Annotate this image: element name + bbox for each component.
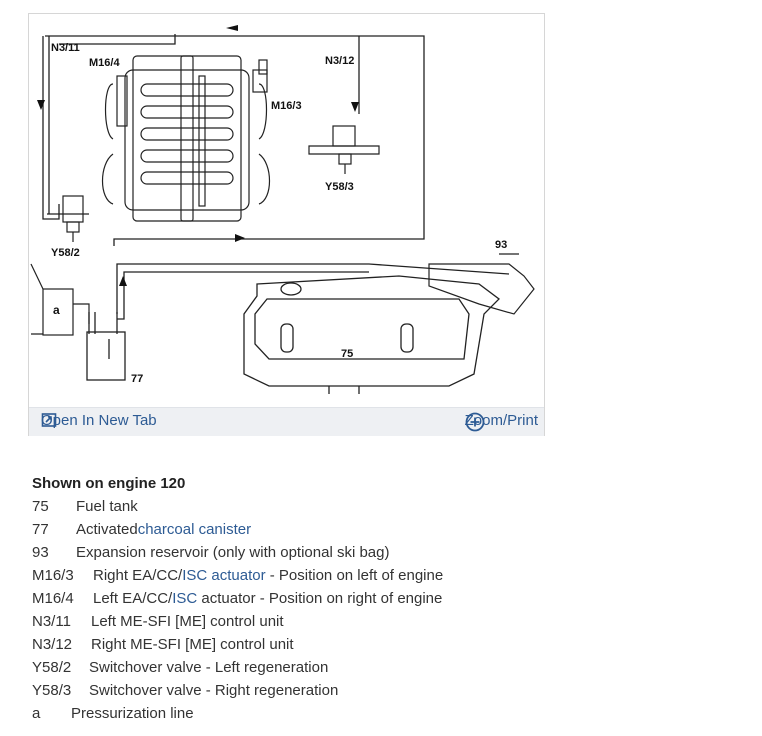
legend-text: Switchover valve - Right regeneration	[89, 682, 339, 699]
label-93: 93	[495, 239, 507, 251]
legend-item: N3/11 Left ME-SFI [ME] control unit	[32, 610, 443, 633]
figure-toolbar: Open In New Tab Zoom/Print	[29, 407, 544, 436]
legend-text: Right ME-SFI [ME] control unit	[91, 636, 294, 653]
pressurization-line-a	[30, 263, 90, 336]
top-branch-line	[59, 34, 176, 45]
tank-line	[116, 263, 510, 314]
left-line	[42, 36, 60, 220]
legend-text: Pressurization line	[71, 705, 194, 722]
legend-code: Y58/2	[32, 659, 72, 676]
label-75: 75	[341, 348, 353, 360]
top-return-line	[45, 35, 425, 246]
canister-lines	[88, 312, 118, 334]
legend-text: Expansion reservoir (only with optional …	[76, 544, 390, 561]
valve-y58-3	[308, 125, 380, 174]
tank-line-2	[117, 271, 369, 320]
legend-link[interactable]: charcoal canister	[137, 521, 252, 538]
legend-item: 93 Expansion reservoir (only with optiona…	[32, 541, 443, 564]
legend-item: Y58/2 Switchover valve - Left regeneratio…	[32, 656, 443, 679]
engine-block	[102, 55, 270, 222]
legend-item: 77 Activated charcoal canister	[32, 518, 443, 541]
open-new-tab-label: Open In New Tab	[41, 412, 157, 429]
legend-code: 75	[32, 498, 49, 515]
legend-text: Fuel tank	[76, 498, 138, 515]
label-n3-12: N3/12	[325, 55, 354, 67]
legend-item: N3/12 Right ME-SFI [ME] control unit	[32, 633, 443, 656]
legend-code: Y58/3	[32, 682, 72, 699]
legend-list: 75 Fuel tank 77 Activated charcoal canister…	[32, 495, 443, 725]
charcoal-canister	[86, 331, 126, 381]
expansion-reservoir	[428, 253, 535, 315]
zoom-print-button[interactable]: Zoom/Print	[465, 412, 538, 432]
legend-text: Switchover valve - Left regeneration	[89, 659, 329, 676]
legend-code: N3/11	[32, 613, 71, 630]
open-new-tab-button[interactable]: Open In New Tab	[41, 412, 157, 429]
legend-code: 93	[32, 544, 49, 561]
legend-code: N3/12	[32, 636, 73, 653]
arrow-left-icon	[226, 25, 238, 31]
diagram-figure: N3/11 M16/4 N3/12 M16/3 Y58/3 Y58/2 93 a…	[28, 13, 545, 436]
legend-link[interactable]: ISC actuator	[182, 567, 266, 584]
arrow-up-icon	[119, 276, 127, 286]
legend: Shown on engine 120 75 Fuel tank 77 Activat…	[32, 472, 443, 725]
label-a: a	[53, 303, 60, 317]
legend-link[interactable]: ISC	[172, 590, 198, 607]
legend-text: Left ME-SFI [ME] control unit	[91, 613, 284, 630]
legend-item: 75 Fuel tank	[32, 495, 443, 518]
arrow-down-icon	[37, 100, 45, 110]
label-m16-4: M16/4	[89, 57, 120, 69]
valve-y58-2	[47, 195, 89, 242]
legend-code: 77	[32, 521, 49, 538]
flow-arrows	[37, 25, 359, 286]
plus-circle-icon	[465, 412, 485, 432]
legend-code: M16/4	[32, 590, 74, 607]
arrow-right-icon	[235, 234, 245, 242]
fuel-tank	[243, 275, 500, 394]
legend-text: Left EA/CC/	[93, 590, 173, 607]
legend-item: a Pressurization line	[32, 702, 443, 725]
label-m16-3: M16/3	[271, 100, 302, 112]
legend-heading: Shown on engine 120	[32, 475, 186, 492]
legend-item: M16/3 Right EA/CC/ISC actuator - Position…	[32, 564, 443, 587]
label-y58-2: Y58/2	[51, 247, 80, 259]
label-n3-11: N3/11	[51, 42, 80, 54]
legend-suffix: - Position on left of engine	[265, 567, 444, 584]
external-link-icon	[41, 413, 57, 427]
legend-code: M16/3	[32, 567, 74, 584]
legend-suffix: actuator - Position on right of engine	[197, 590, 443, 607]
legend-code: a	[32, 705, 41, 722]
legend-text: Right EA/CC/	[93, 567, 183, 584]
evaporative-system-diagram: N3/11 M16/4 N3/12 M16/3 Y58/3 Y58/2 93 a…	[30, 25, 535, 394]
legend-item: Y58/3 Switchover valve - Right regenerati…	[32, 679, 443, 702]
label-y58-3: Y58/3	[325, 181, 354, 193]
legend-item: M16/4 Left EA/CC/ISC actuator - Position …	[32, 587, 443, 610]
legend-text: Activated	[76, 521, 138, 538]
label-77: 77	[131, 373, 143, 385]
arrow-down-icon-2	[351, 102, 359, 112]
